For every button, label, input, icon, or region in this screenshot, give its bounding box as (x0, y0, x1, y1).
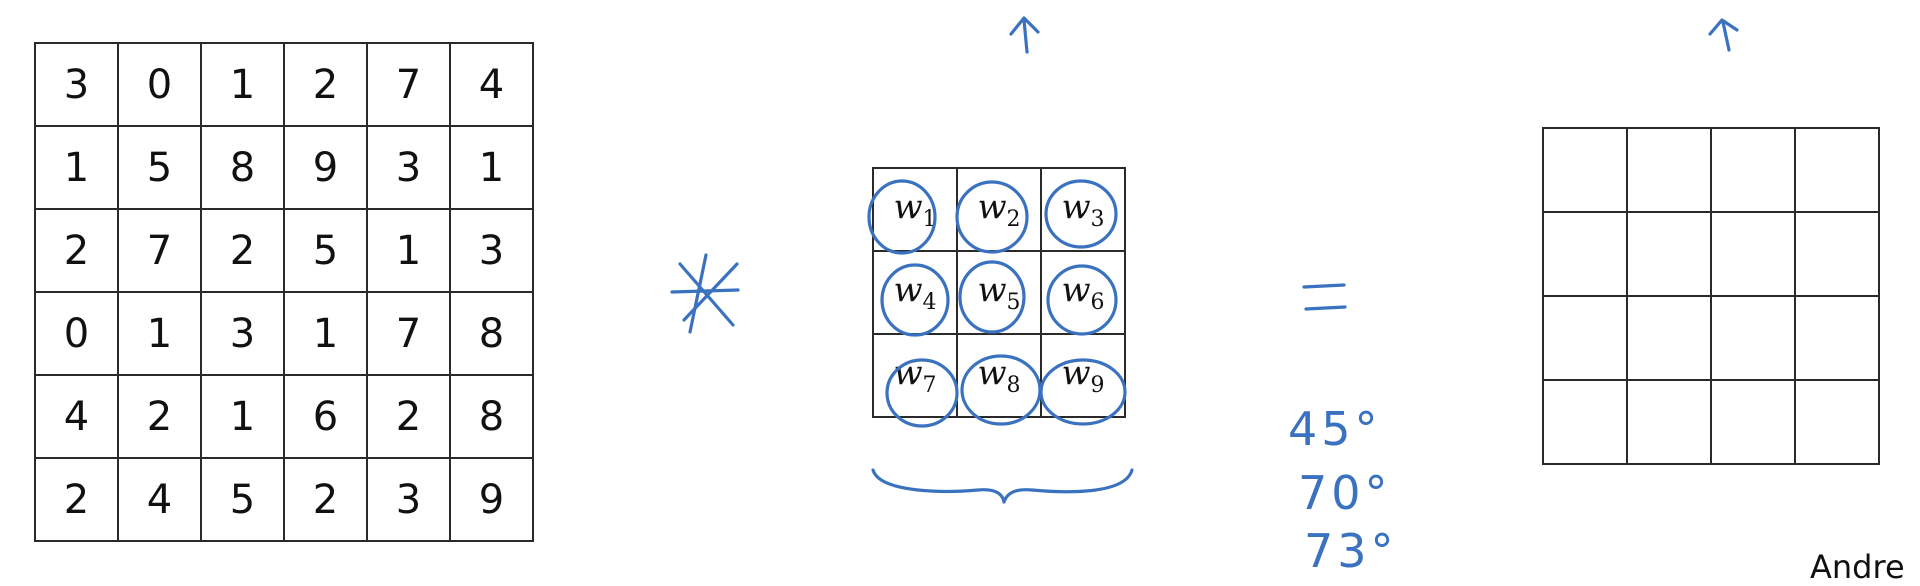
convolution-star-icon (670, 253, 740, 334)
output-matrix-cell (1710, 295, 1796, 381)
output-matrix-body (1542, 127, 1880, 465)
filter-weight-index: 2 (1006, 206, 1021, 232)
input-matrix-cell: 7 (366, 42, 451, 127)
output-matrix-row (1542, 211, 1880, 297)
output-matrix-cell (1626, 379, 1712, 465)
filter-weight-cell: w8 (956, 333, 1042, 418)
output-matrix-cell (1542, 211, 1628, 297)
input-matrix-cell: 4 (117, 457, 202, 542)
output-matrix-cell (1542, 295, 1628, 381)
filter-weight-symbol: w (977, 187, 1007, 228)
input-matrix-cell: 1 (34, 125, 119, 210)
output-matrix-cell (1794, 379, 1880, 465)
input-matrix-cell: 2 (283, 42, 368, 127)
input-matrix-cell: 6 (283, 374, 368, 459)
angle-value-3: 73° (1304, 524, 1398, 578)
output-matrix-cell (1542, 379, 1628, 465)
input-matrix-cell: 3 (366, 125, 451, 210)
output-matrix-cell (1710, 127, 1796, 213)
output-matrix-cell (1710, 211, 1796, 297)
filter-weight-index: 8 (1006, 372, 1021, 398)
input-matrix-cell: 4 (34, 374, 119, 459)
input-matrix-cell: 5 (117, 125, 202, 210)
output-matrix-row (1542, 379, 1880, 465)
input-matrix-cell: 2 (366, 374, 451, 459)
output-matrix-cell (1626, 127, 1712, 213)
angle-value-2: 70° (1298, 466, 1392, 520)
filter-weight-cell: w6 (1040, 250, 1126, 335)
input-matrix-cell: 4 (449, 42, 534, 127)
input-matrix-cell: 3 (449, 208, 534, 293)
filter-weight-symbol: w (1061, 270, 1091, 311)
input-matrix-cell: 2 (117, 374, 202, 459)
input-matrix-cell: 1 (200, 374, 285, 459)
input-matrix-cell: 0 (34, 291, 119, 376)
filter-weight-symbol: w (977, 270, 1007, 311)
input-matrix-cell: 9 (449, 457, 534, 542)
filter-weight-symbol: w (893, 270, 923, 311)
output-matrix-cell (1710, 379, 1796, 465)
equals-sign-icon (1302, 283, 1347, 311)
input-matrix-cell: 7 (366, 291, 451, 376)
input-matrix-cell: 2 (34, 457, 119, 542)
input-matrix-cell: 1 (366, 208, 451, 293)
output-matrix-cell (1626, 211, 1712, 297)
input-matrix-cell: 8 (200, 125, 285, 210)
input-matrix-cell: 5 (283, 208, 368, 293)
output-matrix (1542, 127, 1880, 465)
input-matrix-cell: 1 (449, 125, 534, 210)
input-matrix-cell: 3 (34, 42, 119, 127)
input-matrix-cell: 8 (449, 374, 534, 459)
arrow-up-icon-middle (1009, 16, 1040, 54)
output-matrix-cell (1794, 295, 1880, 381)
input-matrix-cell: 3 (366, 457, 451, 542)
filter-weight-index: 3 (1090, 206, 1105, 232)
filter-weight-index: 7 (922, 372, 937, 398)
filter-weight-symbol: w (1061, 187, 1091, 228)
input-matrix-cell: 2 (34, 208, 119, 293)
output-matrix-cell (1794, 127, 1880, 213)
input-matrix-cell: 1 (283, 291, 368, 376)
input-matrix-cell: 8 (449, 291, 534, 376)
filter-weight-index: 4 (922, 289, 937, 315)
input-matrix-cell: 7 (117, 208, 202, 293)
filter-weight-index: 6 (1090, 289, 1105, 315)
output-matrix-cell (1542, 127, 1628, 213)
output-matrix-cell (1794, 211, 1880, 297)
input-matrix-cell: 3 (200, 291, 285, 376)
output-matrix-cell (1626, 295, 1712, 381)
filter-underbrace (871, 468, 1134, 504)
output-matrix-row (1542, 295, 1880, 381)
input-matrix-cell: 1 (117, 291, 202, 376)
filter-weight-index: 9 (1090, 372, 1105, 398)
input-matrix-cell: 1 (200, 42, 285, 127)
input-matrix-cell: 0 (117, 42, 202, 127)
filter-weight-symbol: w (893, 187, 923, 228)
input-matrix-cell: 2 (200, 208, 285, 293)
input-matrix-cell: 2 (283, 457, 368, 542)
input-matrix-cell: 9 (283, 125, 368, 210)
author-credit: Andre (1810, 548, 1905, 586)
weight-circles (867, 179, 1127, 428)
output-matrix-row (1542, 127, 1880, 213)
filter-weight-index: 5 (1006, 289, 1021, 315)
arrow-up-icon-right (1708, 18, 1739, 52)
input-matrix-cell: 5 (200, 457, 285, 542)
angle-value-1: 45° (1288, 402, 1382, 456)
